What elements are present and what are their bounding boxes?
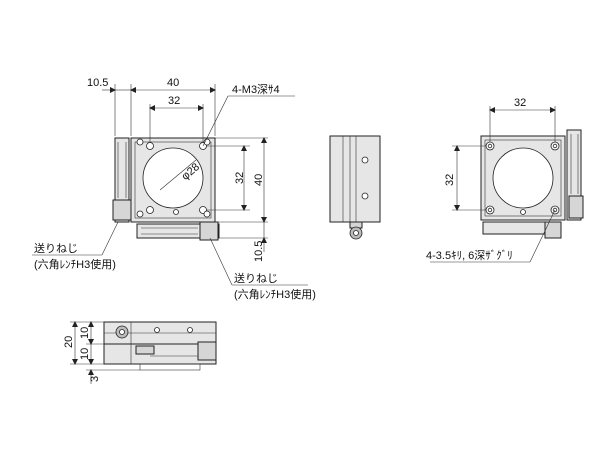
dim-height-pitch-label: 32 — [234, 172, 246, 184]
bottom-screw-block — [136, 223, 220, 239]
counterbore-callout: 4-3.5ｷﾘ, 6深ｻﾞｸﾞﾘ — [426, 249, 513, 262]
feed-screw-left-note-1: 送りねじ — [34, 241, 78, 255]
tap-hole — [146, 206, 154, 214]
dim-offset-label: 10.5 — [87, 77, 108, 89]
feed-screw-left-note-2: (六角ﾚﾝﾁH3使用) — [34, 258, 116, 271]
side-body — [329, 135, 381, 223]
front-view: 10.5 40 32 4-M3深ｻ4 φ28 32 40 10.5 送りねじ (… — [32, 77, 316, 301]
dim-height-label: 40 — [253, 174, 265, 186]
corner-hole — [203, 210, 211, 218]
bottom-hole — [187, 327, 193, 333]
feed-screw-right-note-2: (六角ﾚﾝﾁH3使用) — [234, 288, 316, 301]
side-screw-head — [112, 199, 132, 221]
feed-screw-right-note-1: 送りねじ — [234, 271, 278, 285]
rear-bottom-screw — [482, 221, 554, 235]
bottom-screw-part — [135, 345, 155, 355]
dim-hole-pitch-label: 32 — [168, 95, 180, 107]
bottom-dim-total-label: 20 — [63, 336, 75, 348]
rear-dim-height-pitch-label: 32 — [444, 174, 456, 186]
center-hole — [173, 209, 179, 215]
rear-aperture — [492, 147, 554, 209]
rear-dim-hole-pitch-label: 32 — [514, 97, 526, 109]
corner-hole — [136, 138, 144, 146]
tap-callout: 4-M3深ｻ4 — [232, 83, 280, 96]
side-view — [329, 135, 381, 240]
bottom-view: 20 10 10 3 — [63, 321, 217, 384]
dim-width-label: 40 — [167, 77, 179, 89]
rear-bottom-screw-head — [544, 221, 562, 239]
bottom-dim-base-label: 3 — [89, 376, 101, 382]
tap-hole — [146, 142, 154, 150]
bottom-dim-upper-label: 10 — [79, 327, 91, 339]
bottom-hole — [154, 327, 160, 333]
aperture-circle — [142, 147, 204, 209]
rear-screw-head — [568, 195, 584, 219]
side-hole — [361, 192, 369, 200]
rear-center-hole — [520, 209, 526, 215]
rear-view: 32 32 4-3.5ｷﾘ, 6深ｻﾞｸﾞﾘ — [426, 97, 584, 263]
side-hole — [361, 156, 369, 164]
bottom-screw-head — [197, 341, 217, 361]
bottom-dim-lower-label: 10 — [79, 348, 91, 360]
bottom-screw-head — [199, 221, 219, 241]
dim-bottom-offset-label: 10.5 — [253, 241, 265, 262]
corner-hole — [136, 210, 144, 218]
